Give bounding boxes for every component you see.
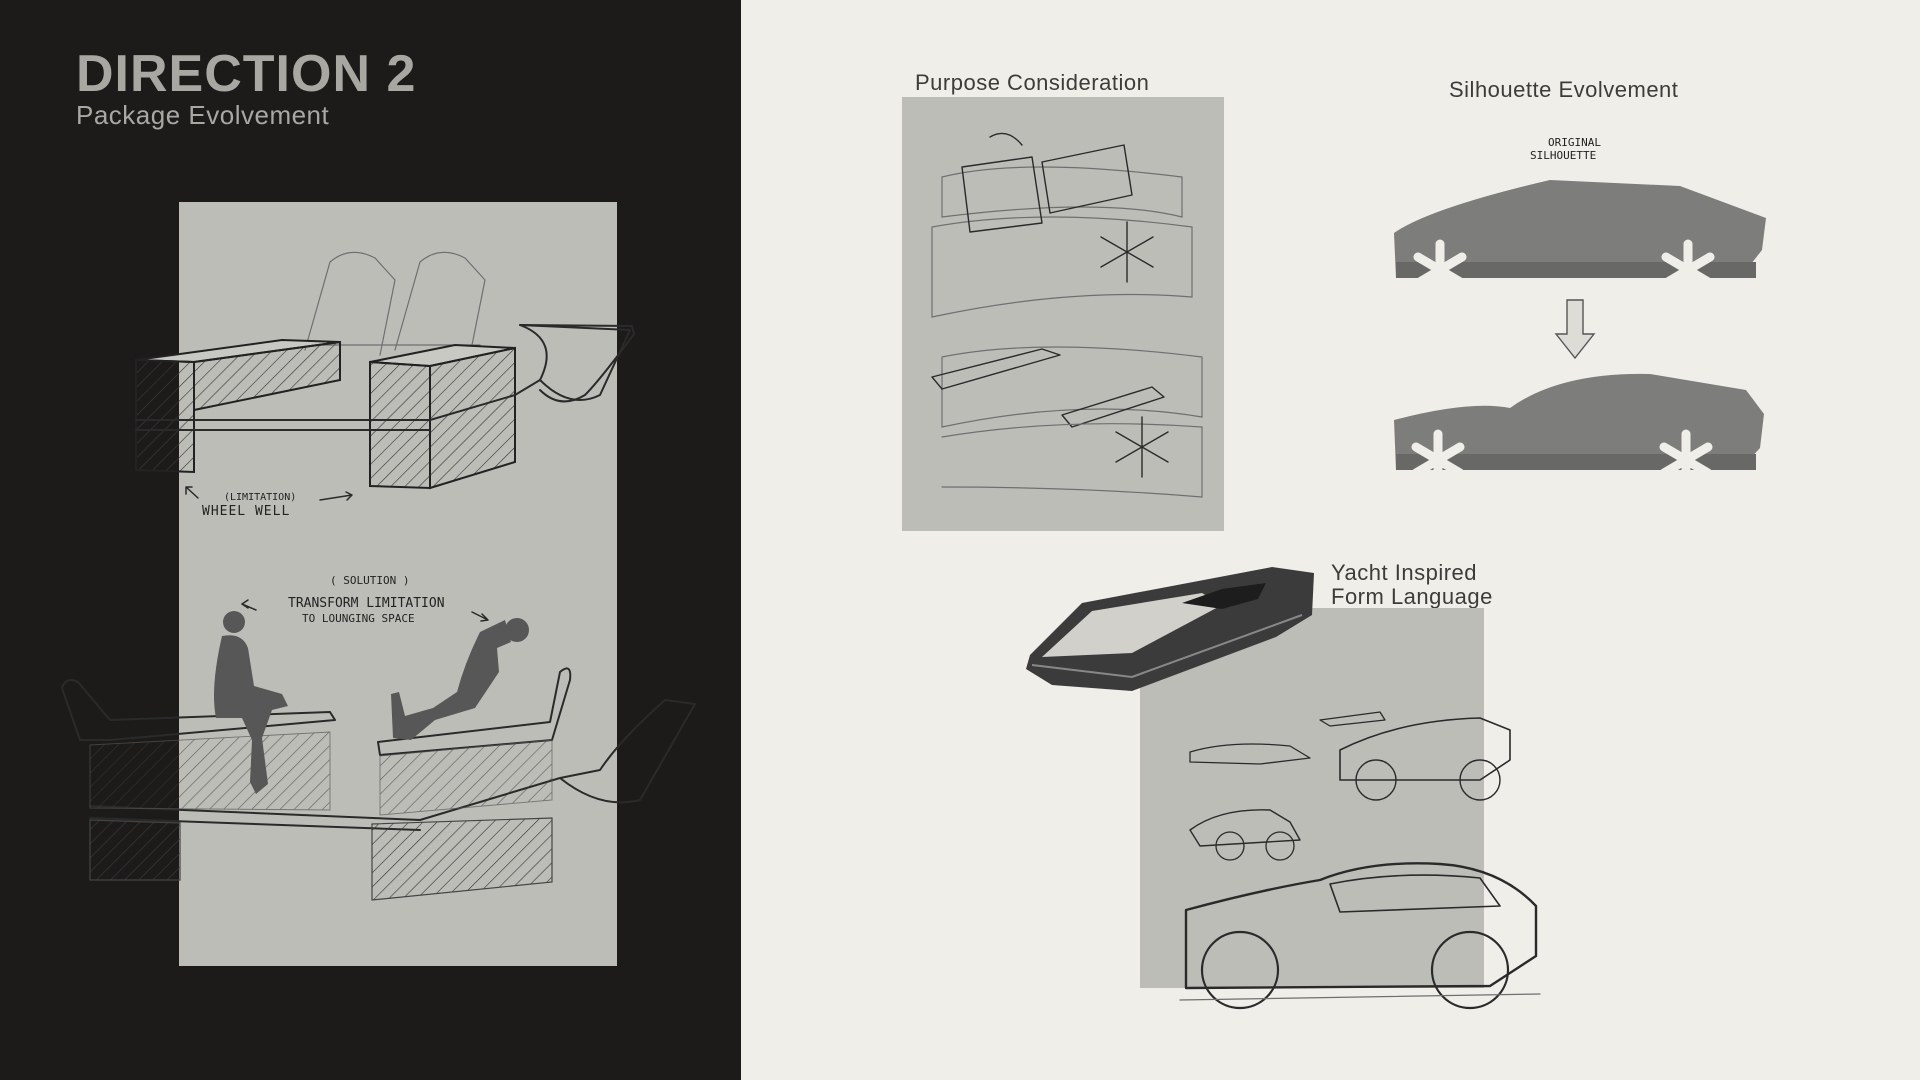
- transform-note-line2: to Lounging Space: [302, 612, 415, 625]
- transform-note-line1: Transform Limitation: [288, 596, 445, 611]
- evolved-silhouette: [1394, 373, 1764, 491]
- original-silhouette: [1394, 180, 1766, 301]
- yacht-sketch-board: [1140, 608, 1484, 988]
- package-sketch-top: [135, 251, 635, 501]
- lounge-sketch: [61, 599, 696, 901]
- silhouette-heading: Silhouette Evolvement: [1449, 77, 1679, 102]
- page-title: DIRECTION 2: [76, 45, 417, 103]
- wheel-well-note: Wheel Well: [202, 504, 291, 519]
- yacht-heading-line1: Yacht Inspired: [1331, 560, 1478, 585]
- person-reclining-icon: [391, 618, 529, 740]
- solution-note: ( Solution ): [330, 574, 410, 587]
- purpose-sketch-board: [902, 97, 1224, 531]
- original-note-line2: Silhouette: [1530, 149, 1597, 162]
- purpose-sketch: [931, 132, 1203, 498]
- page-subtitle: Package Evolvement: [76, 100, 330, 130]
- purpose-heading: Purpose Consideration: [915, 70, 1150, 95]
- yacht-render: [1026, 567, 1314, 691]
- person-sitting-icon: [214, 611, 288, 794]
- original-note-line1: Original: [1548, 136, 1601, 149]
- car-sketches: [1179, 711, 1541, 1010]
- limitation-note: (Limitation): [224, 492, 297, 503]
- down-arrow-icon: [1554, 299, 1596, 360]
- yacht-heading-line2: Form Language: [1331, 584, 1493, 609]
